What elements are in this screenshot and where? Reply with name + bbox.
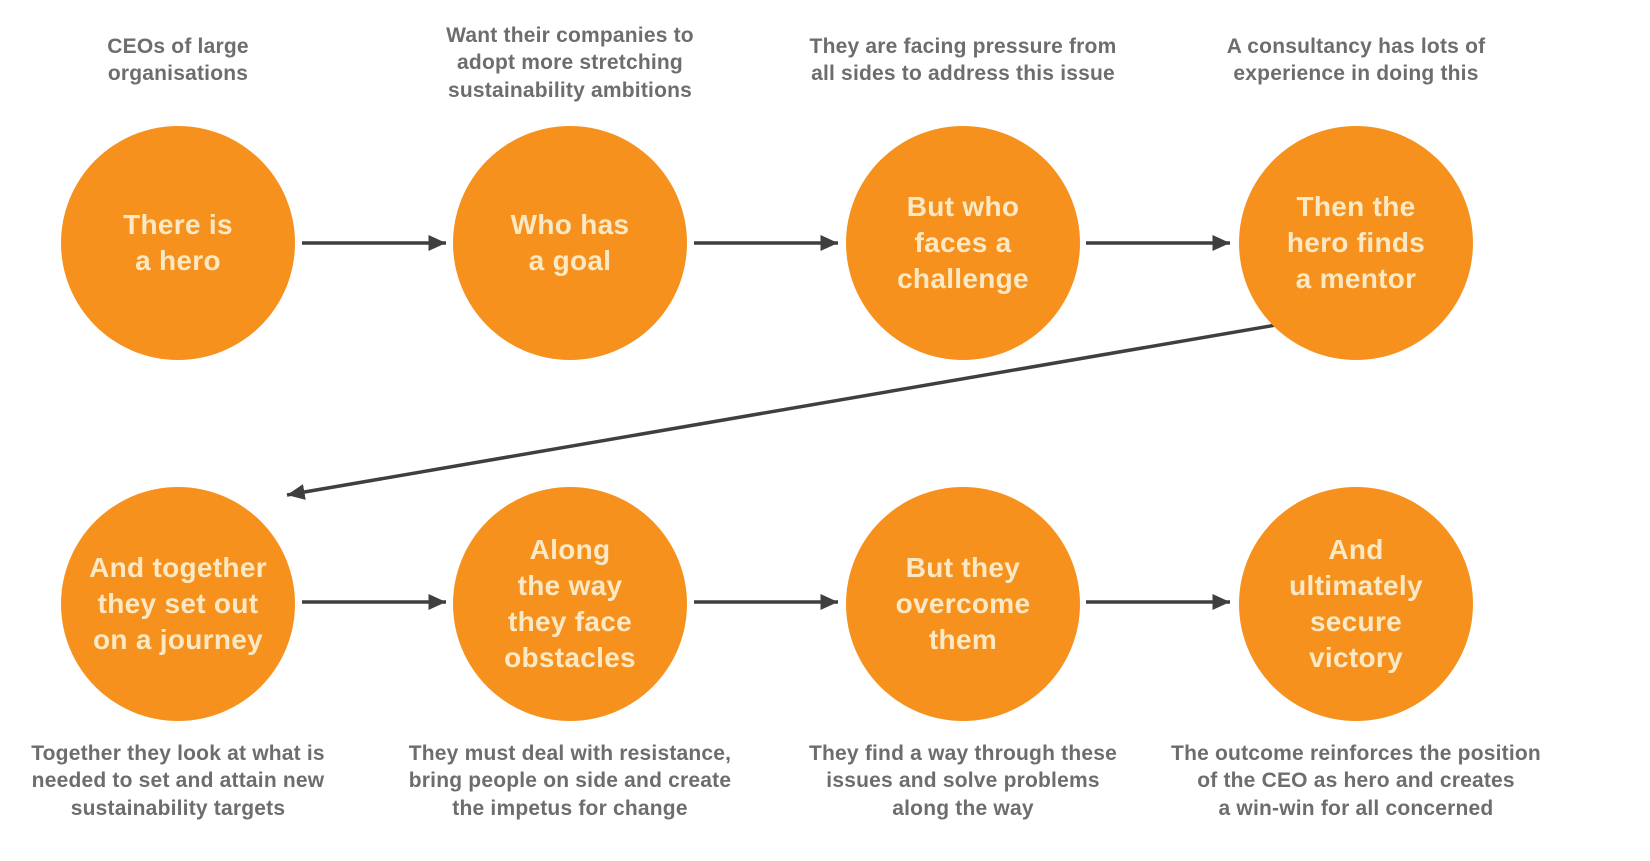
circle-overcome: But they overcome them	[846, 487, 1080, 721]
circle-goal-label: Who has a goal	[510, 209, 630, 276]
annotation-hero: CEOs of large organisations	[107, 35, 249, 86]
annotation-challenge: They are facing pressure from all sides …	[809, 35, 1117, 86]
annotation-journey: Together they look at what is needed to …	[31, 742, 325, 820]
circle-hero-label: There is a hero	[123, 209, 233, 276]
circle-obstacles: Along the way they face obstacles	[453, 487, 687, 721]
circle-mentor-label: Then the hero finds a mentor	[1286, 191, 1426, 294]
circle-hero: There is a hero	[61, 126, 295, 360]
annotation-mentor: A consultancy has lots of experience in …	[1226, 35, 1486, 86]
circle-mentor: Then the hero finds a mentor	[1239, 126, 1473, 360]
circle-journey-label: And together they set out on a journey	[89, 552, 267, 655]
annotation-overcome: They find a way through these issues and…	[808, 742, 1117, 820]
arrow-mentor-to-journey	[286, 318, 1306, 500]
circle-challenge-label: But who faces a challenge	[897, 191, 1029, 294]
circle-victory-label: And ultimately secure victory	[1289, 534, 1423, 673]
annotation-victory: The outcome reinforces the position of t…	[1171, 742, 1541, 820]
annotation-obstacles: They must deal with resistance, bring pe…	[408, 742, 732, 820]
annotation-goal: Want their companies to adopt more stret…	[446, 24, 694, 102]
circle-victory: And ultimately secure victory	[1239, 487, 1473, 721]
circle-obstacles-label: Along the way they face obstacles	[504, 534, 636, 673]
circle-overcome-label: But they overcome them	[895, 552, 1031, 655]
circle-challenge: But who faces a challenge	[846, 126, 1080, 360]
circle-journey: And together they set out on a journey	[61, 487, 295, 721]
circle-goal: Who has a goal	[453, 126, 687, 360]
